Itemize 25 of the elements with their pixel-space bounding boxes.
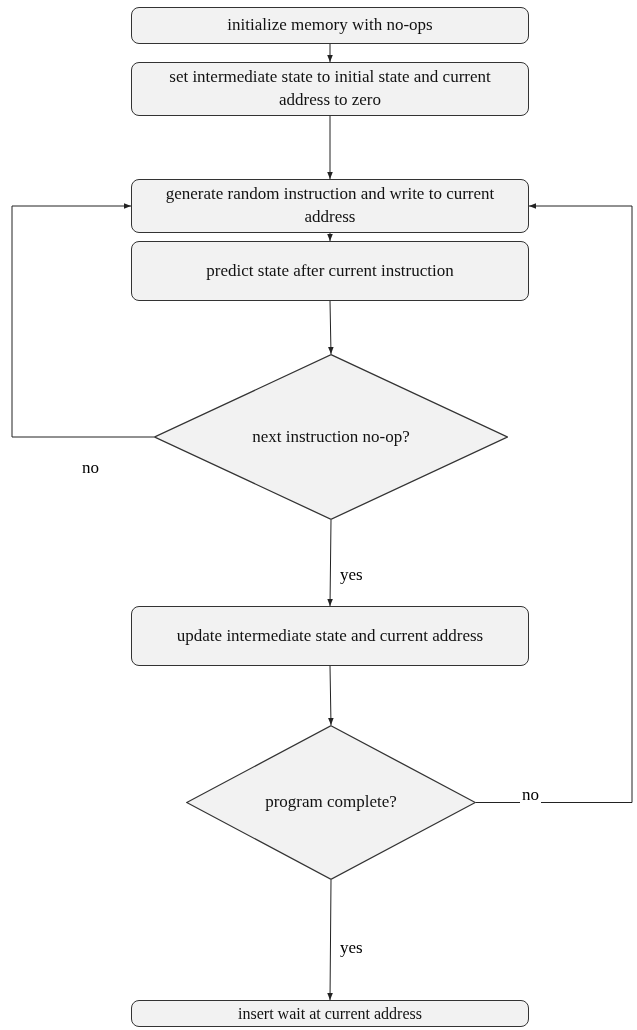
process-text: set intermediate state to initial state and current address to zero <box>168 66 492 111</box>
process-box <box>131 62 529 116</box>
process-text: initialize memory with no-ops <box>227 14 433 37</box>
process-text: insert wait at current address <box>238 1003 422 1024</box>
arrow <box>327 115 333 180</box>
decision-text: next instruction no-op? <box>252 425 410 448</box>
arrow <box>327 519 333 607</box>
process-text: update intermediate state and current address <box>176 624 484 647</box>
process-box <box>131 241 529 301</box>
arrow <box>327 43 333 63</box>
arrow <box>327 232 333 242</box>
process-box <box>131 606 529 666</box>
arrow <box>328 665 334 726</box>
process-box <box>131 179 529 233</box>
arrow <box>328 300 334 355</box>
arrow <box>11 203 155 438</box>
decision-diamond <box>154 354 508 520</box>
process-text: generate random instruction and write to current address <box>164 183 496 228</box>
process-box <box>131 1000 529 1027</box>
decision-text: program complete? <box>265 791 397 814</box>
process-box <box>131 7 529 44</box>
arrow <box>475 203 633 803</box>
process-text: predict state after current instruction <box>206 259 454 282</box>
decision-diamond <box>186 725 476 880</box>
arrow <box>327 879 333 1001</box>
